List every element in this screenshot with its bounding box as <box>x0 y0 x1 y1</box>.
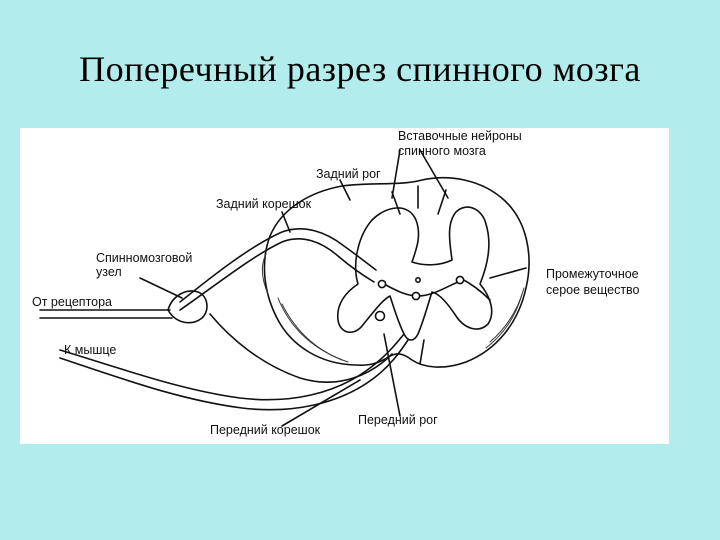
label-dorsal-horn: Задний рог <box>316 167 381 181</box>
ventral-root-upper <box>59 333 405 401</box>
slide-title: Поперечный разрез спинного мозга <box>79 49 641 89</box>
label-from-receptor: От рецептора <box>32 295 112 309</box>
label-ganglion-1: Спинномозговой <box>96 251 192 265</box>
gray-matter <box>336 206 493 341</box>
label-intermediate-2: серое вещество <box>546 283 640 297</box>
interneuron-cell-3 <box>455 275 465 285</box>
diagram-svg: Вставочные нейроны спинного мозга Задний… <box>32 129 640 437</box>
motor-neuron <box>374 310 386 322</box>
spinal-cord-diagram: Вставочные нейроны спинного мозга Задний… <box>20 128 669 444</box>
label-dorsal-root: Задний корешок <box>216 197 312 211</box>
interneuron-cell-1 <box>377 279 387 289</box>
dorsal-root-upper <box>179 228 377 303</box>
spinal-ganglion <box>167 290 208 324</box>
label-interneurons-1: Вставочные нейроны <box>398 129 522 143</box>
dorsal-root-lower <box>179 238 375 311</box>
interneuron-cell-2 <box>411 291 421 301</box>
efferent-branch <box>209 313 393 383</box>
label-ventral-root: Передний корешок <box>210 423 321 437</box>
label-to-muscle: К мышце <box>64 343 116 357</box>
label-interneurons-2: спинного мозга <box>398 144 486 158</box>
label-ganglion-2: узел <box>96 265 122 279</box>
label-ventral-horn: Передний рог <box>358 413 438 427</box>
ventral-fissure <box>419 339 425 365</box>
label-intermediate-1: Промежуточное <box>546 267 639 281</box>
central-canal <box>414 277 421 284</box>
cord-outline <box>263 177 530 368</box>
ventral-root-lower <box>59 339 409 411</box>
